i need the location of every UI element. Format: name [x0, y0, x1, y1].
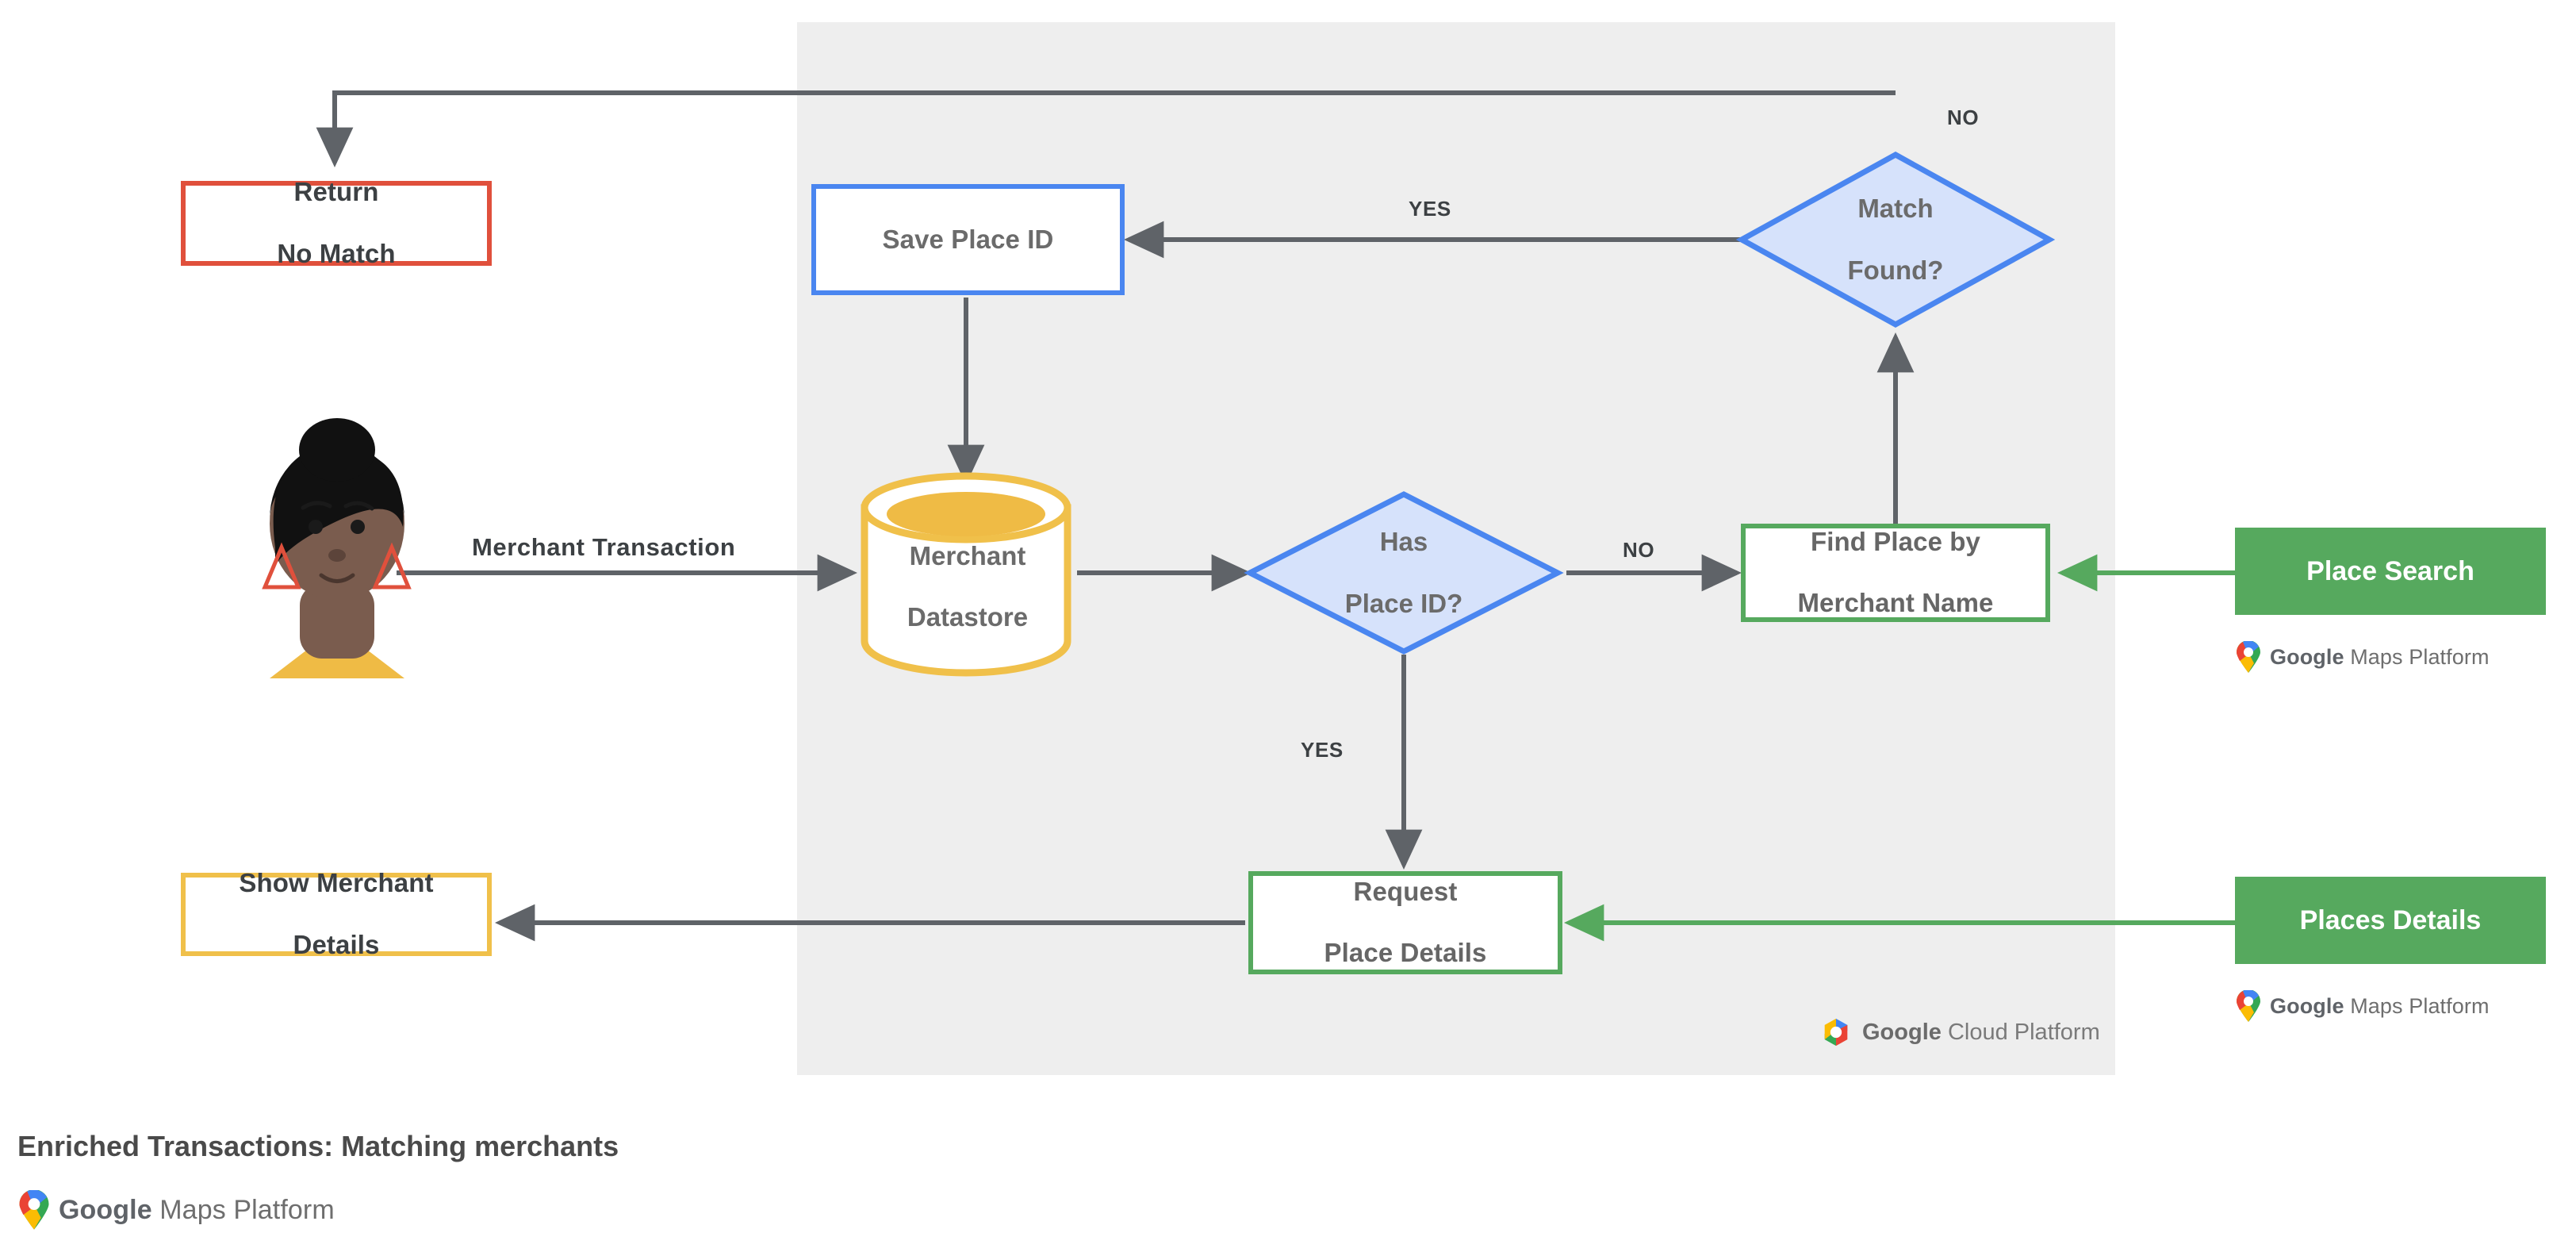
edge-label-no-place: NO	[1623, 538, 1655, 562]
edge-label-merchant-transaction: Merchant Transaction	[472, 533, 736, 561]
show-merchant-line1: Show Merchant	[239, 868, 434, 898]
place-search-attribution: Google Maps Platform	[2235, 641, 2490, 673]
request-details-line2: Place Details	[1324, 938, 1487, 968]
save-place-id-label: Save Place ID	[882, 224, 1054, 254]
brand-google: Google	[59, 1194, 152, 1225]
find-place-box[interactable]: Find Place by Merchant Name	[1741, 524, 2050, 622]
places-details-box[interactable]: Places Details	[2235, 877, 2546, 964]
maps-platform-wordmark: Google Maps Platform	[59, 1195, 335, 1226]
save-place-id-box[interactable]: Save Place ID	[811, 184, 1125, 295]
brand-google: Google	[2270, 993, 2344, 1018]
edge-label-no-top: NO	[1947, 106, 1980, 129]
gcp-wordmark: Google Cloud Platform	[1862, 1020, 2100, 1046]
find-place-line1: Find Place by	[1810, 526, 1980, 556]
brand-maps: Maps Platform	[2344, 993, 2490, 1018]
find-place-line2: Merchant Name	[1797, 588, 1994, 618]
match-found-diamond	[1735, 152, 2056, 328]
has-place-id-line1: Has	[1379, 527, 1428, 557]
match-found-label: Match Found?	[1784, 194, 2007, 285]
places-details-attribution: Google Maps Platform	[2235, 990, 2490, 1022]
maps-pin-icon	[2237, 990, 2260, 1022]
datastore-line1: Merchant	[909, 540, 1026, 570]
footer-attribution: Google Maps Platform	[17, 1190, 335, 1230]
brand-maps: Maps Platform	[151, 1194, 335, 1225]
brand-cloud: Cloud Platform	[1941, 1019, 2100, 1045]
brand-google: Google	[1862, 1019, 1942, 1045]
match-found-line2: Found?	[1847, 255, 1944, 285]
merchant-datastore-cylinder	[861, 472, 1071, 677]
places-details-label: Places Details	[2299, 904, 2482, 935]
google-cloud-hexagon-icon	[1824, 1018, 1848, 1047]
maps-platform-wordmark: Google Maps Platform	[2270, 994, 2490, 1019]
brand-google: Google	[2270, 644, 2344, 669]
request-details-line1: Request	[1353, 876, 1458, 906]
return-no-match-line2: No Match	[277, 238, 396, 268]
show-merchant-line2: Details	[293, 929, 380, 959]
match-found-line1: Match	[1857, 194, 1934, 224]
edge-label-yes-match: YES	[1409, 197, 1451, 221]
edge-match-found-no	[316, 90, 1896, 167]
edge-label-yes-place: YES	[1301, 738, 1344, 762]
maps-platform-wordmark: Google Maps Platform	[2270, 645, 2490, 670]
return-no-match-box[interactable]: Return No Match	[181, 177, 492, 268]
merchant-datastore-label: Merchant Datastore	[868, 541, 1067, 632]
has-place-id-diamond	[1244, 491, 1564, 655]
gcp-attribution: Google Cloud Platform	[1819, 1016, 2100, 1049]
datastore-line2: Datastore	[907, 602, 1029, 632]
place-search-box[interactable]: Place Search	[2235, 528, 2546, 615]
return-no-match-line1: Return	[293, 177, 379, 207]
has-place-id-line2: Place ID?	[1344, 588, 1463, 618]
place-search-label: Place Search	[2306, 555, 2474, 586]
has-place-id-label: Has Place ID?	[1285, 527, 1523, 618]
user-avatar	[262, 418, 412, 678]
show-merchant-details-box[interactable]: Show Merchant Details	[181, 868, 492, 959]
maps-pin-icon	[19, 1190, 49, 1230]
maps-pin-icon	[2237, 641, 2260, 673]
page-title: Enriched Transactions: Matching merchant…	[17, 1130, 619, 1162]
request-place-details-box[interactable]: Request Place Details	[1248, 871, 1562, 974]
brand-maps: Maps Platform	[2344, 644, 2490, 669]
